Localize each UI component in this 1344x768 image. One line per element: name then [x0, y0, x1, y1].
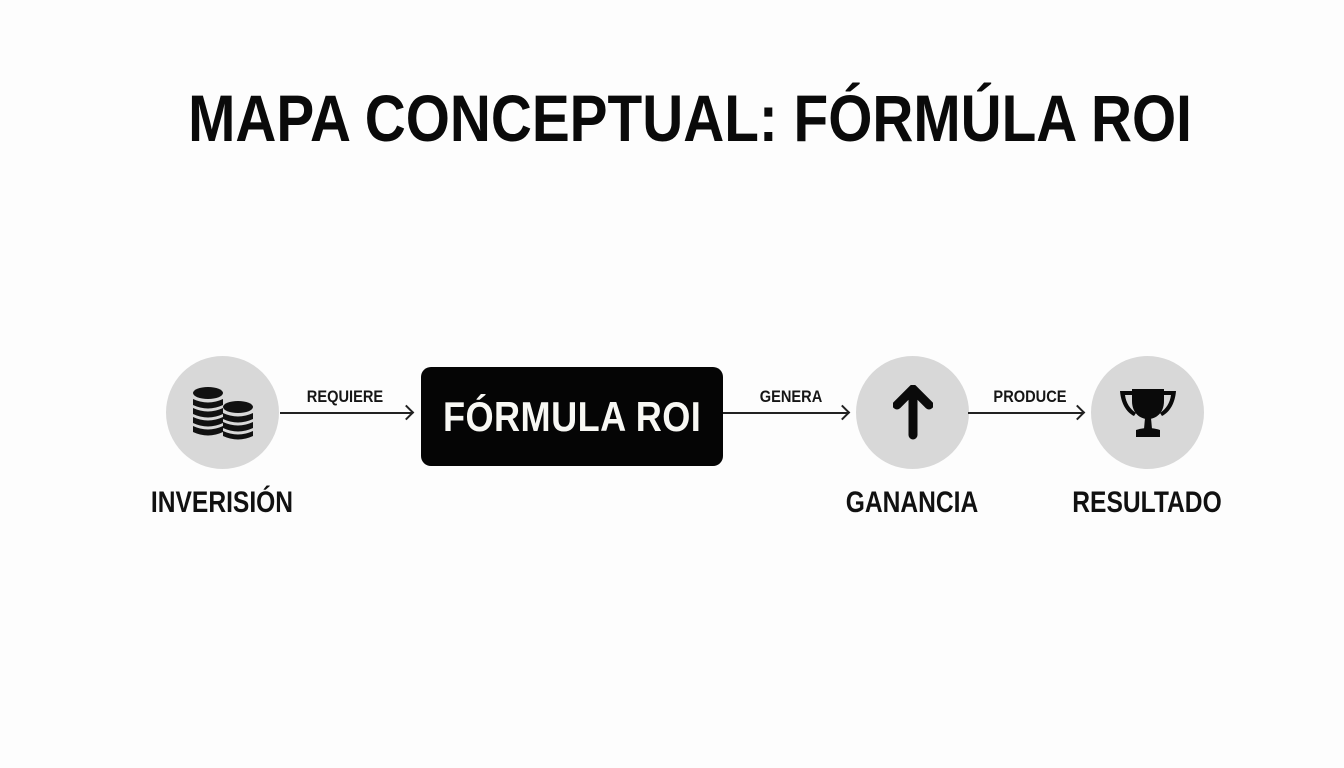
node-inversion-label: INVERISIÓN [150, 486, 294, 519]
node-ganancia-label: GANANCIA [845, 486, 979, 519]
edge-produce-arrow [968, 412, 1084, 414]
node-formula-label: FÓRMULA ROI [442, 392, 702, 440]
arrow-up-icon [892, 384, 933, 439]
node-inversion-circle [166, 356, 279, 469]
node-formula-box: FÓRMULA ROI [421, 367, 723, 466]
trophy-icon [1119, 388, 1176, 437]
edge-genera-label: GENERA [759, 387, 823, 406]
coins-stack-icon [192, 386, 253, 439]
edge-requiere-label: REQUIERE [306, 387, 384, 406]
edge-requiere-arrow [280, 412, 413, 414]
diagram-title: MAPA CONCEPTUAL: FÓRMÚLA ROI [188, 81, 1192, 155]
node-resultado-circle [1091, 356, 1204, 469]
node-resultado-label: RESULTADO [1072, 486, 1222, 519]
edge-produce-label: PRODUCE [993, 387, 1067, 406]
node-ganancia-circle [856, 356, 969, 469]
edge-genera-arrow [723, 412, 849, 414]
